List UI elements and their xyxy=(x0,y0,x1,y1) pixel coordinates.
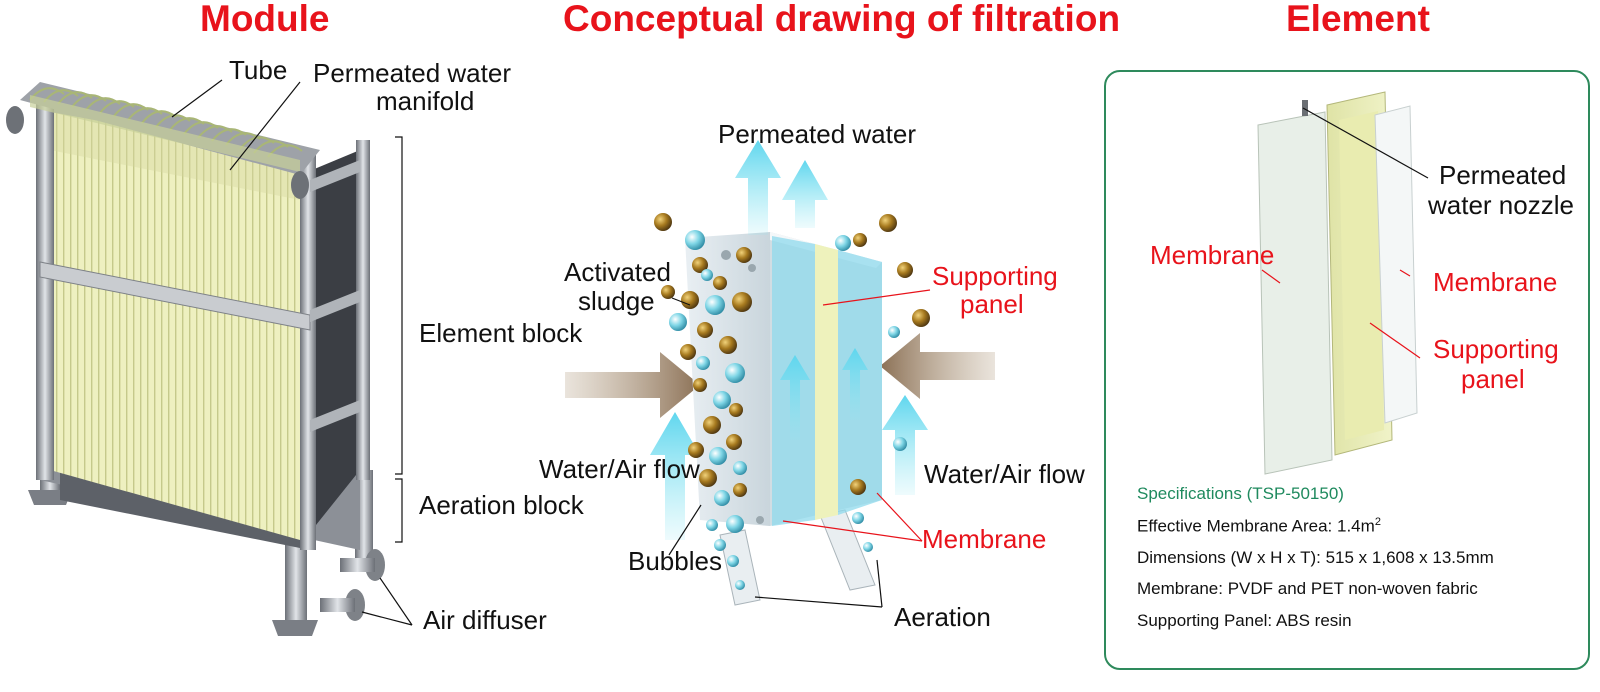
supporting-panel-element-label-line1: Supporting xyxy=(1433,334,1559,364)
water-air-flow-right-label: Water/Air flow xyxy=(924,459,1085,489)
spec-panel: Supporting Panel: ABS resin xyxy=(1137,611,1352,630)
tube-label: Tube xyxy=(229,55,288,85)
spec-title: Specifications (TSP-50150) xyxy=(1137,484,1344,503)
spec-area-text: Effective Membrane Area: 1.4m xyxy=(1137,516,1375,536)
manifold-label-line1: Permeated water xyxy=(313,58,511,88)
spec-dimensions: Dimensions (W x H x T): 515 x 1,608 x 13… xyxy=(1137,548,1494,567)
spec-area: Effective Membrane Area: 1.4m2 xyxy=(1137,517,1381,535)
element-illustration xyxy=(1257,91,1418,475)
activated-sludge-label-line2: sludge xyxy=(578,286,655,316)
spec-area-sup: 2 xyxy=(1374,516,1381,528)
permeated-water-label: Permeated water xyxy=(718,119,916,149)
module-heading: Module xyxy=(200,0,330,39)
element-frame xyxy=(1104,70,1590,670)
element-block-label: Element block xyxy=(419,318,583,348)
nozzle-label-line1: Permeated xyxy=(1439,160,1567,190)
bubbles-label: Bubbles xyxy=(628,546,722,576)
element-heading: Element xyxy=(1286,0,1430,39)
aeration-block-label: Aeration block xyxy=(419,490,584,520)
aeration-label: Aeration xyxy=(894,602,991,632)
air-diffuser-label: Air diffuser xyxy=(423,605,547,635)
water-air-flow-left-label: Water/Air flow xyxy=(539,454,700,484)
module-illustration xyxy=(6,82,385,636)
nozzle-label-line2: water nozzle xyxy=(1428,190,1574,220)
supporting-panel-label-line2: panel xyxy=(960,289,1024,319)
concept-heading: Conceptual drawing of filtration xyxy=(563,0,1121,39)
supporting-panel-element-label-line2: panel xyxy=(1461,364,1525,394)
supporting-panel-label-line1: Supporting xyxy=(932,261,1058,291)
spec-membrane: Membrane: PVDF and PET non-woven fabric xyxy=(1137,579,1478,598)
membrane-concept-label: Membrane xyxy=(922,524,1047,554)
concept-illustration xyxy=(565,140,995,606)
activated-sludge-label-line1: Activated xyxy=(564,257,671,287)
membrane-left-label: Membrane xyxy=(1150,240,1275,270)
manifold-label-line2: manifold xyxy=(376,86,475,116)
membrane-right-label: Membrane xyxy=(1433,267,1558,297)
